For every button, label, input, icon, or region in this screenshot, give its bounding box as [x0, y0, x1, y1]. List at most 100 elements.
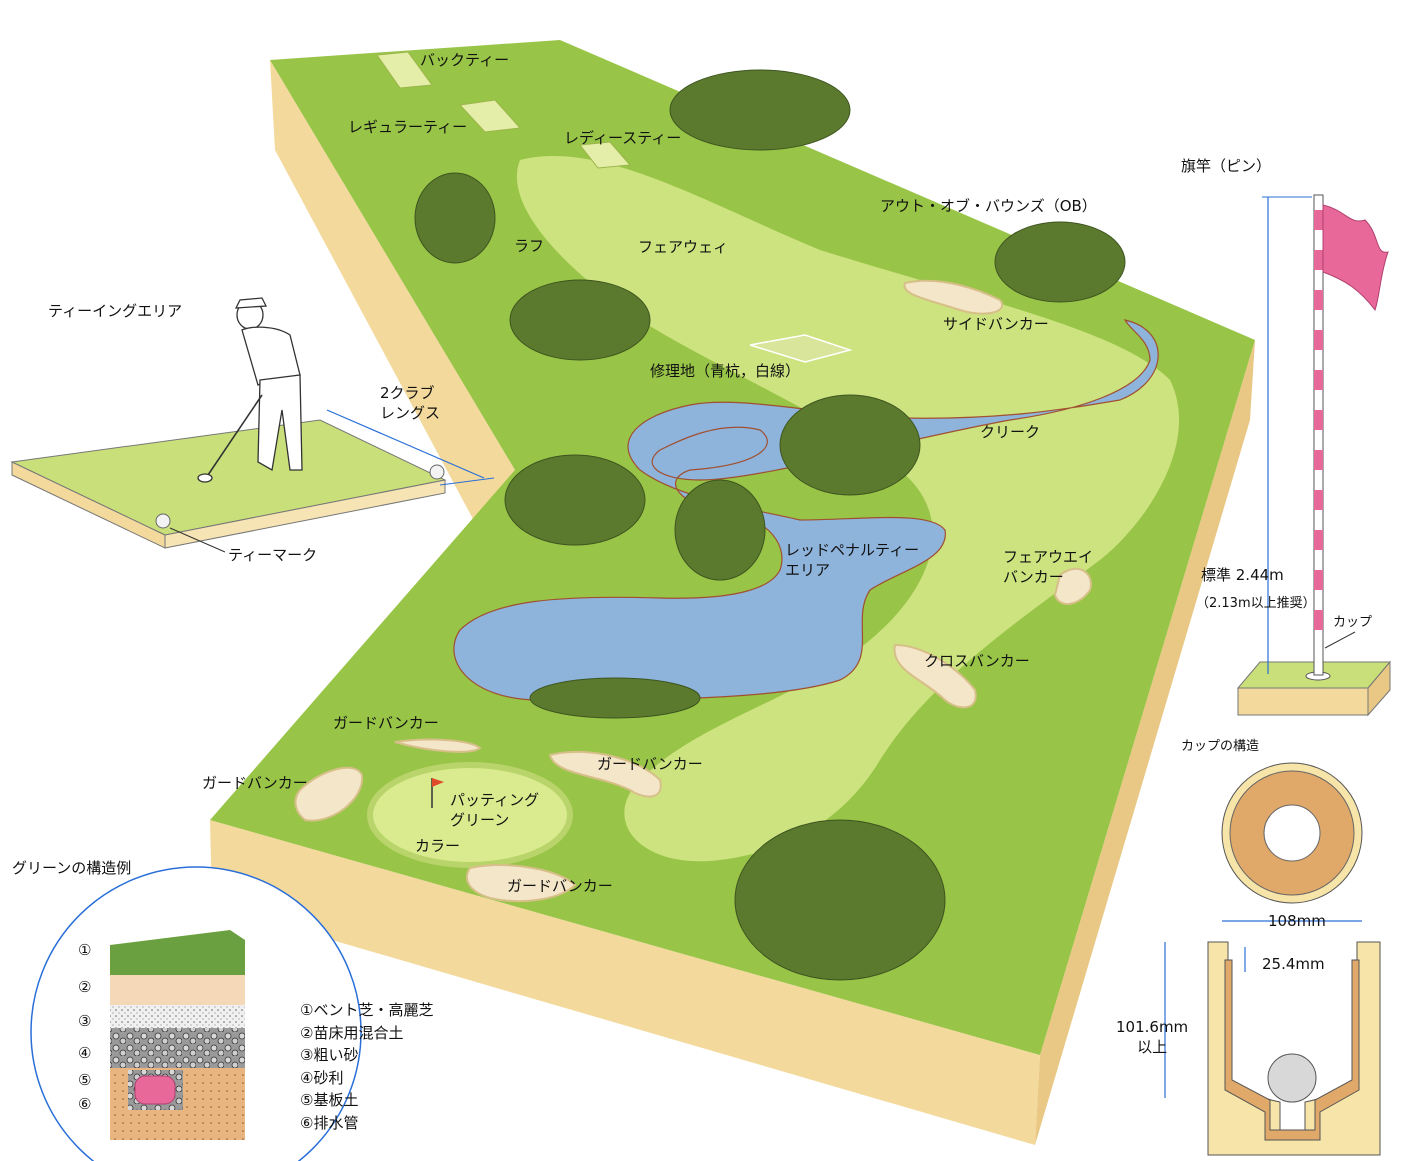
layer-num-5: ⑤ [78, 1071, 92, 1089]
teeing-area-inset [10, 297, 495, 553]
label-guard-bunker-2: ガードバンカー [597, 755, 703, 773]
cup-section-liner [1224, 959, 1360, 1141]
label-collar: カラー [415, 837, 461, 855]
guard-bunker-2-shape [548, 750, 662, 798]
green-layer-legend: ①ベント芝・高麗芝 ②苗床用混合土 ③粗い砂 ④砂利 ⑤基板土 ⑥排水管 [300, 999, 433, 1134]
legend-item-1: ①ベント芝・高麗芝 [300, 1001, 434, 1019]
pin-base-side [1367, 660, 1391, 717]
cup-top-view-center [1263, 804, 1321, 862]
label-cup-diameter: 108mm [1268, 912, 1326, 930]
green-structure-inset [30, 866, 362, 1161]
legend-item-2: ②苗床用混合土 [300, 1023, 404, 1042]
fairway [516, 156, 1180, 862]
tree-cluster-center [779, 394, 921, 496]
back-tee-box [376, 51, 433, 89]
two-club-lengths-dimension [326, 409, 485, 479]
guard-bunker-1-shape [394, 738, 482, 753]
label-green-structure-title: グリーンの構造例 [12, 859, 132, 877]
label-two-club-lengths: 2クラブ レングス [380, 384, 441, 422]
label-cup-top-depth: 25.4mm [1262, 955, 1325, 973]
teeing-area-front-side [164, 479, 446, 549]
label-red-penalty-area: レッドペナルティー エリア [785, 541, 920, 579]
regular-tee-box [458, 99, 522, 133]
layer-num-2: ② [78, 978, 92, 996]
tee-boxes [376, 51, 632, 169]
repair-ground-shape [749, 334, 853, 363]
label-ladies-tee: レディースティー [564, 129, 682, 147]
label-repair-ground: 修理地（青杭，白線） [650, 362, 801, 380]
teeing-area-top [10, 419, 447, 536]
layer-num-4: ④ [78, 1044, 92, 1062]
label-tee-mark: ティーマーク [228, 546, 318, 564]
slab-front-side [210, 820, 1040, 1145]
pin-flag [1322, 204, 1389, 312]
tree-cluster-rough [414, 172, 496, 264]
tee-marker-left [155, 513, 171, 529]
flagstick-inset [1236, 194, 1392, 717]
label-guard-bunker-3: ガードバンカー [202, 774, 308, 792]
label-teeing-area-title: ティーイングエリア [48, 302, 183, 320]
ladies-tee-box [579, 141, 632, 169]
layer-gravel [110, 1028, 245, 1068]
label-guard-bunker-1: ガードバンカー [333, 714, 439, 732]
tee-mark-leader [169, 527, 226, 553]
tree-cluster-top [669, 69, 851, 151]
drain-pipe [134, 1075, 176, 1105]
legend-item-6: ⑥排水管 [300, 1113, 359, 1132]
label-standard-height: 標準 2.44m [1201, 566, 1284, 584]
label-putting-green: パッティング グリーン [450, 791, 540, 829]
trees [414, 69, 1126, 981]
bunkers [294, 279, 1092, 903]
cup-ball [1267, 1053, 1317, 1103]
label-guard-bunker-4: ガードバンカー [507, 877, 613, 895]
label-flagstick-title: 旗竿（ピン） [1181, 157, 1272, 175]
side-bunker-shape [903, 279, 1004, 315]
putting-green-shape [367, 762, 573, 868]
tree-cluster-left [509, 279, 651, 361]
layer-num-1: ① [78, 941, 92, 959]
slab-left-upper-side [270, 60, 515, 560]
tree-cluster-bottom [734, 819, 946, 981]
legend-item-4: ④砂利 [300, 1068, 344, 1087]
tree-cluster-right [994, 221, 1126, 303]
label-back-tee: バックティー [420, 51, 510, 69]
pole-stripes [1314, 210, 1323, 630]
label-recommended-height: （2.13m以上推奨） [1196, 596, 1316, 611]
tree-cluster-mid2 [674, 479, 766, 581]
label-fairway-top: フェアウェィ [638, 238, 729, 256]
label-rough: ラフ [514, 237, 545, 255]
legend-item-3: ③粗い砂 [300, 1046, 359, 1064]
guard-bunker-3-shape [294, 766, 364, 822]
fairway-bunker-shape [1053, 567, 1092, 605]
label-fairway-bunker: フェアウエイ バンカー [1003, 548, 1094, 586]
label-creek: クリーク [980, 423, 1041, 441]
cup-structure-inset [1164, 762, 1381, 1156]
pin-base-front [1237, 687, 1369, 716]
tree-cluster-pond [529, 677, 701, 719]
layer-num-6: ⑥ [78, 1095, 92, 1113]
creek-and-pond [453, 319, 1159, 701]
label-cross-bunker: クロスバンカー [924, 652, 1030, 670]
course-slab [210, 40, 1255, 1145]
cross-bunker-shape [893, 643, 977, 709]
tree-cluster-mid [504, 454, 646, 546]
two-club-lengths-dimension-2 [439, 477, 495, 486]
tee-marker-right [429, 464, 445, 480]
green-flag [432, 778, 444, 787]
layer-mixed-soil [110, 975, 245, 1005]
label-cup: カップ [1333, 615, 1373, 630]
golfer-figure [197, 297, 303, 483]
layer-coarse-sand [110, 1005, 245, 1028]
layer-num-3: ③ [78, 1012, 92, 1030]
flagstick-pole [1313, 194, 1324, 676]
label-cup-structure-title: カップの構造 [1181, 739, 1260, 754]
label-cup-depth: 101.6mm 以上 [1116, 1018, 1189, 1056]
guard-bunker-4-shape [465, 864, 577, 903]
slab-right-side [1035, 340, 1255, 1145]
legend-item-5: ⑤基板土 [300, 1091, 359, 1109]
layer-turf [110, 930, 245, 975]
label-ob: アウト・オブ・バウンズ（OB） [880, 197, 1097, 215]
water-features [453, 319, 1159, 701]
